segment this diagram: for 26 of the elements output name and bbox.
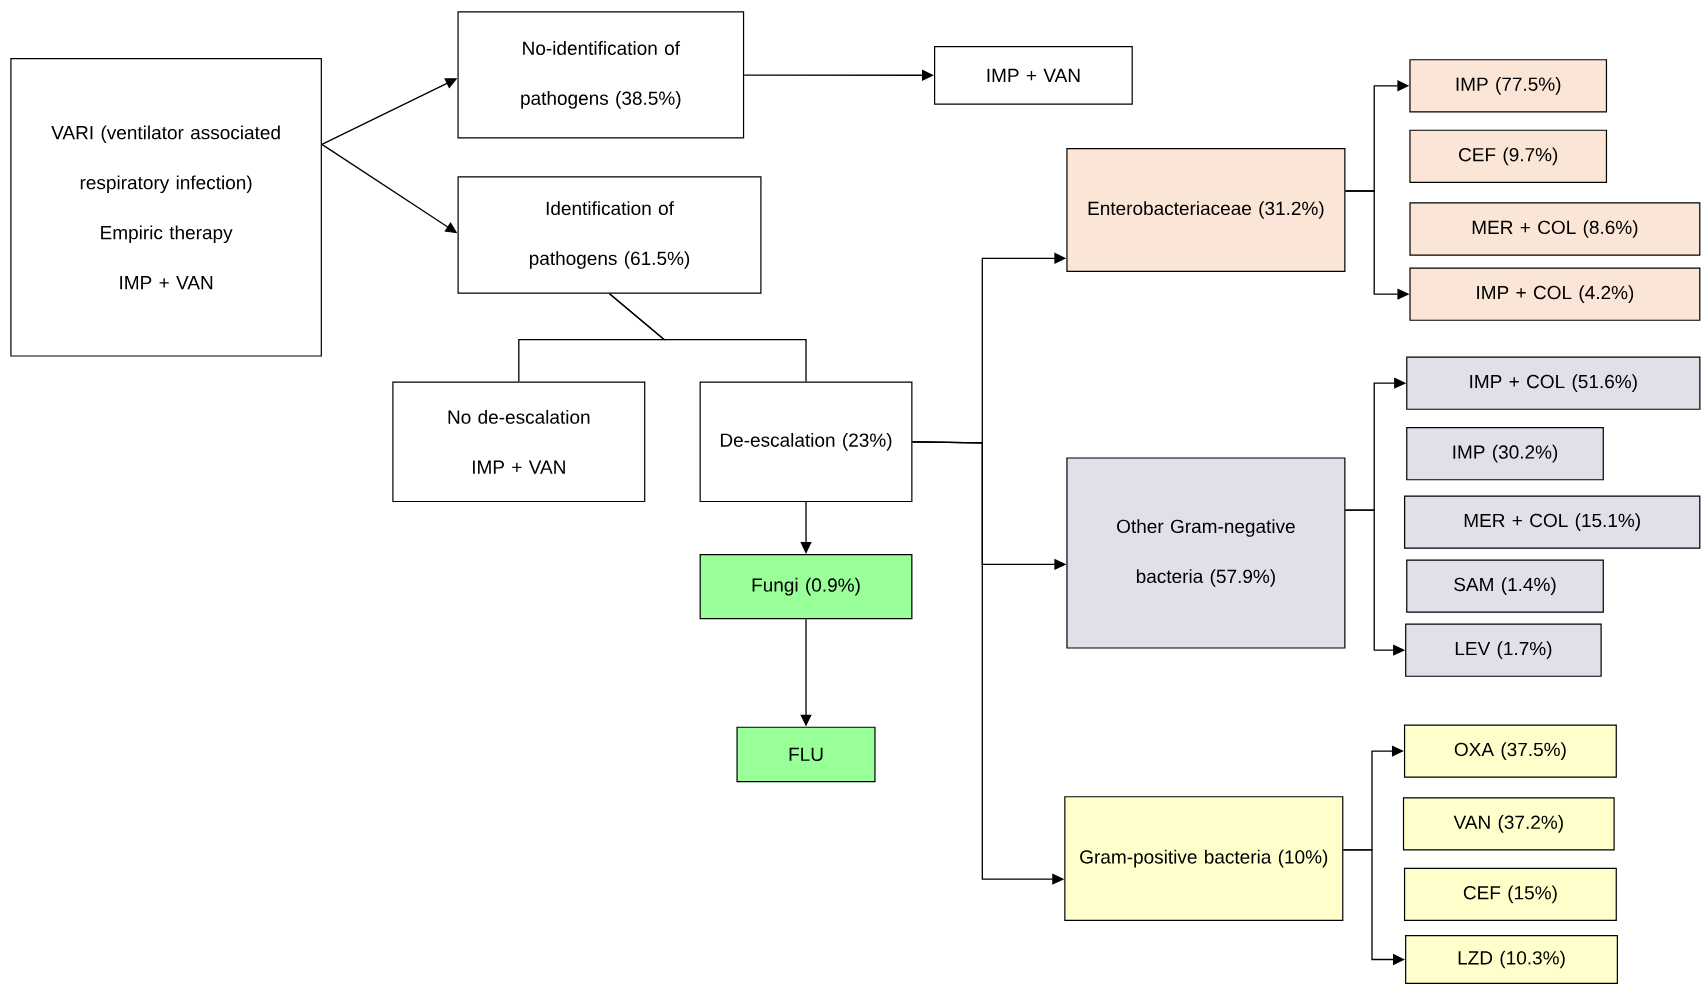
process-box: De-escalation (23%): [699, 381, 913, 503]
process-box: MER + COL (15.1%): [1404, 495, 1701, 549]
process-box: FLU: [736, 726, 876, 783]
process-box: Enterobacteriaceae (31.2%): [1066, 148, 1346, 272]
connector-line: [608, 293, 807, 383]
process-box: Fungi (0.9%): [699, 554, 913, 620]
process-box: IMP + COL (4.2%): [1409, 267, 1701, 321]
process-box: VARI (ventilator associated respiratory infection) Empiric therapy IMP + VAN: [10, 58, 322, 357]
process-box: SAM (1.4%): [1406, 559, 1604, 613]
process-box: Gram-positive bacteria (10%): [1064, 796, 1344, 922]
process-box: LZD (10.3%): [1405, 935, 1618, 984]
process-box: IMP (77.5%): [1409, 59, 1608, 113]
process-box: VAN (37.2%): [1402, 797, 1615, 851]
arrow: [743, 69, 934, 81]
process-box: Identification of pathogens (61.5%): [457, 176, 762, 294]
process-box: OXA (37.5%): [1403, 724, 1617, 778]
process-box: MER + COL (8.6%): [1409, 202, 1701, 256]
process-box: No-identification of pathogens (38.5%): [457, 11, 745, 139]
process-box: CEF (15%): [1403, 867, 1617, 922]
process-box: IMP (30.2%): [1406, 427, 1604, 481]
process-box: IMP + COL (51.6%): [1406, 356, 1701, 410]
process-box: LEV (1.7%): [1405, 623, 1602, 677]
process-box: Other Gram-negative bacteria (57.9%): [1066, 457, 1346, 649]
process-box: CEF (9.7%): [1409, 129, 1608, 183]
process-box: IMP + VAN: [934, 46, 1133, 105]
process-box: No de-escalation IMP + VAN: [392, 381, 646, 503]
